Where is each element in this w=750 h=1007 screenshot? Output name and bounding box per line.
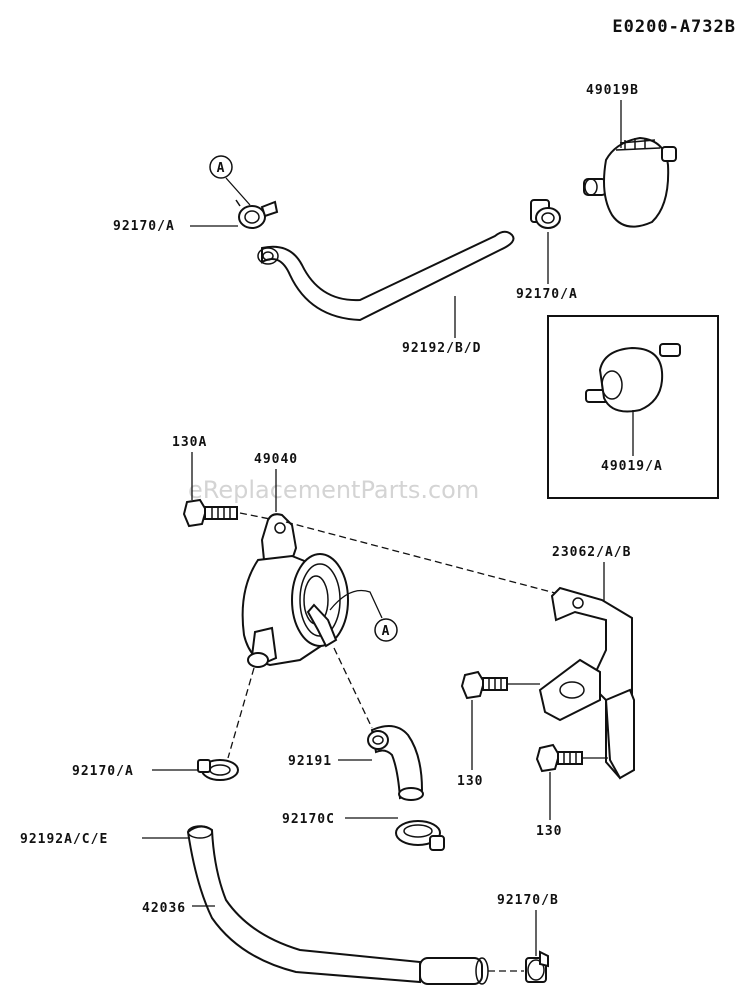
label-23062ab: 23062/A/B [552,545,631,560]
watermark: eReplacementParts.com [188,476,479,504]
svg-text:A: A [217,161,226,176]
fuel-filter-49019b[interactable] [583,136,677,228]
label-92191: 92191 [288,754,332,769]
label-42036: 42036 [142,901,186,916]
ref-marker-a-top: A [209,155,251,206]
label-92170a-top-left: 92170/A [113,219,175,234]
bolt-130-upper[interactable] [460,670,508,700]
label-49019b: 49019B [586,83,639,98]
hose-clamp-top-left[interactable] [235,199,279,229]
label-92170c: 92170C [282,812,335,827]
label-92170a-top-right: 92170/A [516,287,578,302]
svg-text:A: A [382,624,391,639]
bolt-130-lower[interactable] [535,743,583,773]
diagram-code: E0200-A732B [612,17,736,37]
ref-marker-a-mid: A [329,589,398,642]
inset-box [547,315,719,499]
hose-clamp-92170c[interactable] [395,820,445,851]
hose-clamp-92170b[interactable] [525,950,549,983]
label-130a: 130A [172,435,207,450]
fuel-hose-92192bd[interactable] [257,230,515,322]
label-130-upper: 130 [457,774,483,789]
hose-clamp-top-right[interactable] [530,199,561,229]
label-49040: 49040 [254,452,298,467]
fuel-filter-49019a[interactable] [585,343,681,413]
label-92192bd: 92192/B/D [402,341,481,356]
label-49019a: 49019/A [601,459,663,474]
label-130-lower: 130 [536,824,562,839]
bracket-23062ab[interactable] [538,586,635,780]
label-92170b: 92170/B [497,893,559,908]
label-92170a-mid: 92170/A [72,764,134,779]
bolt-130a[interactable] [182,498,238,528]
hose-clamp-mid[interactable] [197,759,239,781]
label-92192ace: 92192A/C/E [20,832,108,847]
fuel-pump-49040[interactable] [241,513,349,668]
elbow-hose-92191[interactable] [367,725,424,801]
